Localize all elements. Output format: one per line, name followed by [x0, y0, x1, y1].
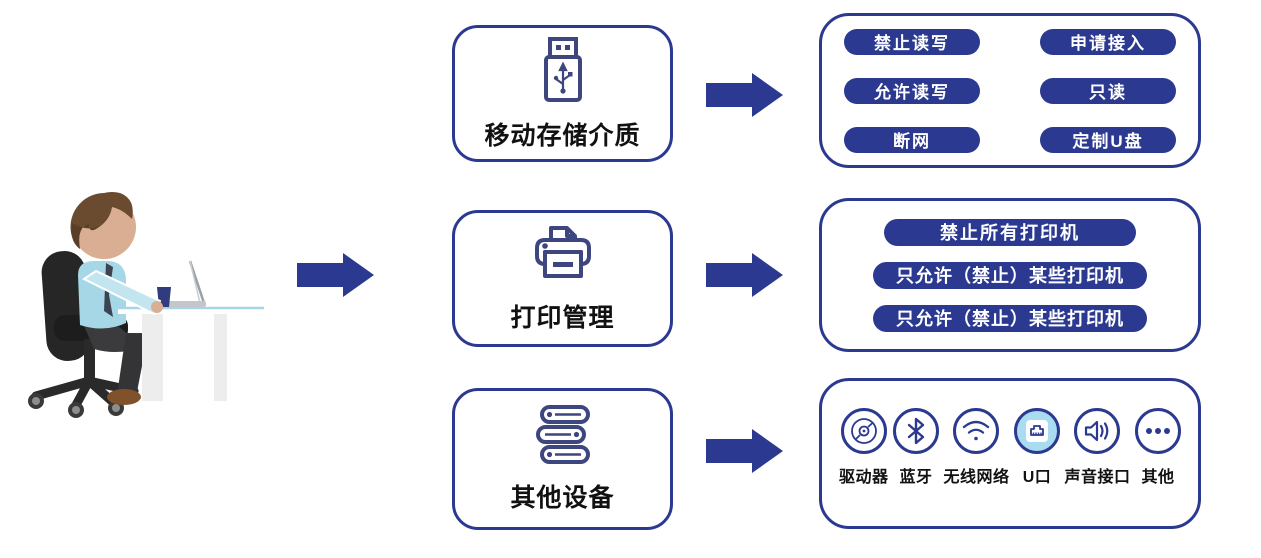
- right-arrow-icon: [706, 253, 783, 297]
- option-pill: 定制U盘: [1040, 126, 1176, 153]
- category-card-print: 打印管理: [452, 210, 673, 347]
- category-title: 其他设备: [510, 484, 615, 512]
- bluetooth-icon: [893, 408, 939, 454]
- wifi-icon: [953, 408, 1000, 454]
- device-item-uport: U口: [1013, 408, 1060, 487]
- category-card-other-devices: 其他设备: [452, 388, 673, 530]
- device-item-bluetooth: 蓝牙: [893, 408, 939, 487]
- category-card-storage: 移动存储介质: [452, 25, 673, 162]
- device-label: 蓝牙: [899, 469, 933, 486]
- option-pill: 禁止所有打印机: [884, 218, 1136, 246]
- device-item-audio: 声音接口: [1064, 408, 1130, 487]
- right-arrow-icon: [297, 253, 374, 297]
- option-pill: 只允许（禁止）某些打印机: [873, 261, 1147, 289]
- option-pill: 只读: [1040, 77, 1176, 104]
- option-pill: 禁止读写: [844, 28, 980, 55]
- device-item-wifi: 无线网络: [943, 408, 1009, 487]
- option-pill: 断网: [844, 126, 980, 153]
- speaker-icon: [1074, 408, 1121, 454]
- person-at-desk-illustration: [28, 192, 264, 418]
- option-pill: 允许读写: [844, 77, 980, 104]
- device-stack-icon: [535, 405, 590, 464]
- device-label: 驱动器: [839, 469, 889, 486]
- device-label: 其他: [1141, 469, 1175, 486]
- ellipsis-icon: [1134, 408, 1181, 454]
- category-title: 移动存储介质: [484, 121, 641, 150]
- disc-drive-icon: [840, 408, 887, 454]
- right-arrow-icon: [706, 429, 783, 473]
- device-item-other: 其他: [1134, 408, 1181, 487]
- right-arrow-icon: [706, 73, 783, 117]
- other-devices-box: 驱动器 蓝牙 无线网络: [819, 378, 1201, 529]
- option-pill: 申请接入: [1040, 28, 1176, 55]
- option-pill: 只允许（禁止）某些打印机: [873, 304, 1147, 332]
- ethernet-port-icon: [1013, 408, 1060, 454]
- device-label: U口: [1022, 469, 1052, 486]
- print-options-box: 禁止所有打印机 只允许（禁止）某些打印机 只允许（禁止）某些打印机: [819, 198, 1201, 352]
- device-label: 无线网络: [943, 469, 1010, 486]
- device-item-drive: 驱动器: [839, 408, 889, 487]
- category-title: 打印管理: [510, 303, 615, 332]
- device-label: 声音接口: [1064, 469, 1131, 486]
- printer-icon: [534, 225, 591, 278]
- usb-flash-drive-icon: [543, 36, 582, 102]
- storage-options-box: 禁止读写 申请接入 允许读写 只读 断网 定制U盘: [819, 13, 1201, 168]
